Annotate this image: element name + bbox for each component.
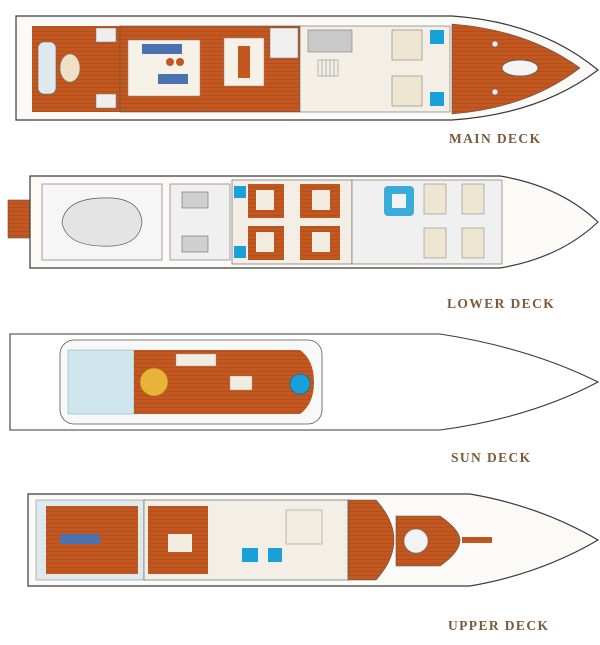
lower-crew-mess-table — [392, 194, 406, 208]
lower-deck-plan — [7, 175, 599, 269]
lower-deck-label: LOWER DECK — [447, 296, 556, 311]
main-aft-table — [59, 53, 81, 83]
main-dining-table — [238, 46, 250, 78]
sun-bar — [139, 367, 169, 397]
upper-bath-1 — [242, 548, 258, 562]
lower-bath-2 — [234, 246, 246, 258]
main-salon-chair-1 — [166, 58, 174, 66]
main-deck-label: MAIN DECK — [449, 131, 542, 146]
main-salon-chair-2 — [176, 58, 184, 66]
lower-bed-3 — [312, 190, 330, 210]
main-salon-sofa-2 — [158, 74, 188, 84]
upper-deck-plan — [27, 493, 600, 587]
main-service-block — [269, 27, 299, 59]
main-galley — [307, 29, 353, 53]
main-aft-sofa — [37, 41, 57, 95]
lower-bed-2 — [256, 232, 274, 252]
upper-cabin — [285, 509, 323, 545]
lower-crew-cabin-2 — [423, 227, 447, 259]
sun-table — [229, 375, 253, 391]
lower-crew-cabin-1 — [423, 183, 447, 215]
upper-wheelhouse — [347, 499, 395, 581]
upper-bow-walkway — [462, 537, 492, 543]
sun-glass-area — [67, 349, 135, 415]
lower-crew-cabin-3 — [461, 183, 485, 215]
upper-bath-2 — [268, 548, 282, 562]
main-bath-1 — [430, 30, 444, 44]
lower-tender — [61, 197, 143, 247]
upper-sky-lounge-sofa — [168, 534, 192, 552]
sun-deck-label: SUN DECK — [451, 450, 532, 465]
upper-foredeck-seat — [403, 528, 429, 554]
main-tender — [501, 59, 539, 77]
lower-bed-4 — [312, 232, 330, 252]
lower-swim-platform — [7, 199, 31, 239]
main-salon-sofa-1 — [142, 44, 182, 54]
main-aft-stair — [95, 27, 117, 43]
main-deck-plan — [15, 15, 599, 121]
main-stair — [317, 59, 339, 77]
main-aft-stair-2 — [95, 93, 117, 109]
lower-engine-2 — [181, 235, 209, 253]
upper-deck-label: UPPER DECK — [448, 618, 550, 633]
upper-dining-table — [60, 534, 100, 544]
lower-bed-1 — [256, 190, 274, 210]
lower-engine-1 — [181, 191, 209, 209]
sun-jacuzzi — [289, 373, 311, 395]
main-cabin-2 — [391, 75, 423, 107]
main-cabin-1 — [391, 29, 423, 61]
main-capstan-1 — [491, 40, 499, 48]
sun-lounger-row — [175, 353, 217, 367]
lower-crew-cabin-4 — [461, 227, 485, 259]
main-capstan-2 — [491, 88, 499, 96]
lower-bath-1 — [234, 186, 246, 198]
main-bath-2 — [430, 92, 444, 106]
sun-deck-plan — [9, 333, 600, 431]
